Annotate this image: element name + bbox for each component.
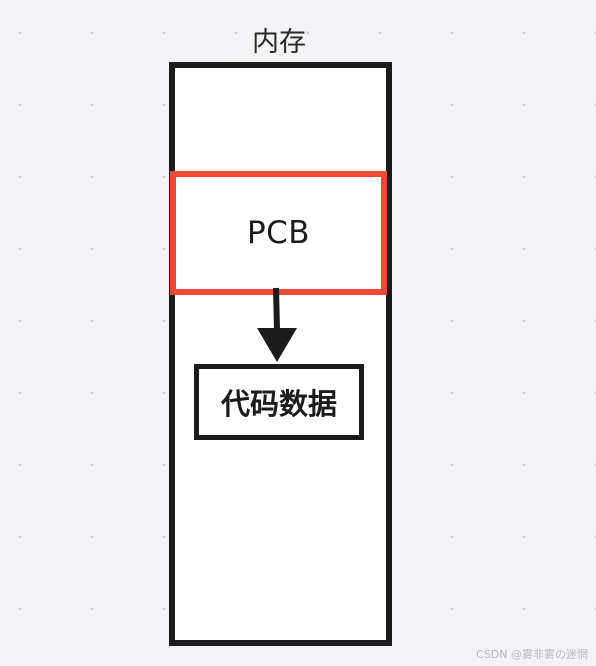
pcb-block: PCB (170, 171, 387, 295)
code-data-label: 代码数据 (220, 387, 337, 421)
code-data-block: 代码数据 (194, 364, 364, 440)
memory-title: 内存 (252, 27, 306, 58)
watermark: CSDN @雾非雾の迷惘 (476, 648, 588, 661)
memory-block (169, 62, 392, 646)
pcb-label: PCB (246, 215, 311, 251)
